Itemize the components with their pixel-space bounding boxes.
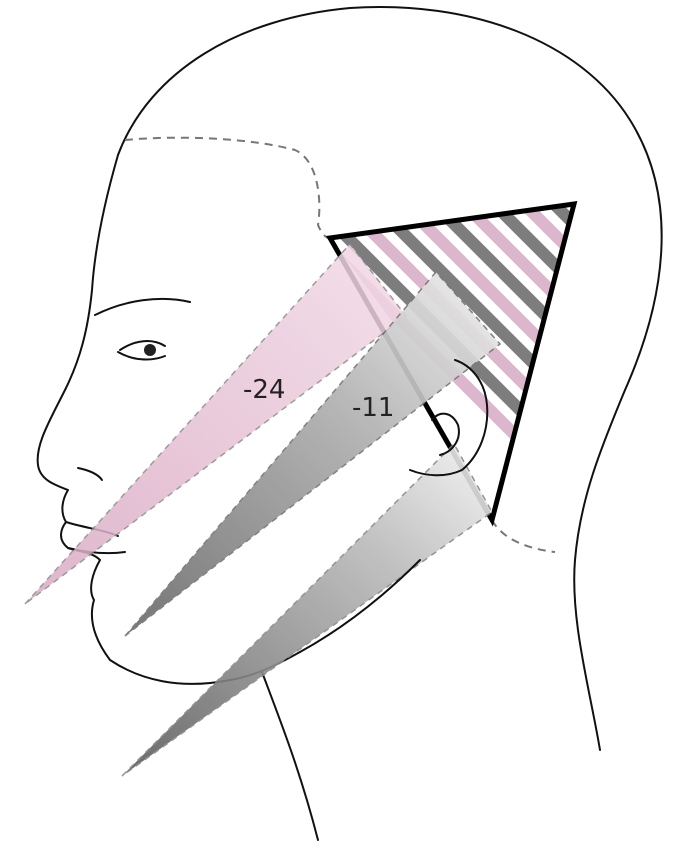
stripe [560, 180, 683, 560]
stripe [620, 180, 683, 560]
eye [118, 341, 165, 359]
stripe [590, 180, 683, 560]
stripe [650, 180, 683, 560]
section-a-label: -24 [243, 375, 285, 405]
section-b-label: -11 [352, 393, 394, 423]
eyebrow [95, 299, 190, 315]
iris [144, 344, 156, 356]
nape-guide [492, 520, 555, 552]
neck-front [262, 672, 318, 840]
nostril [78, 468, 102, 480]
hairline-guide [125, 138, 332, 239]
